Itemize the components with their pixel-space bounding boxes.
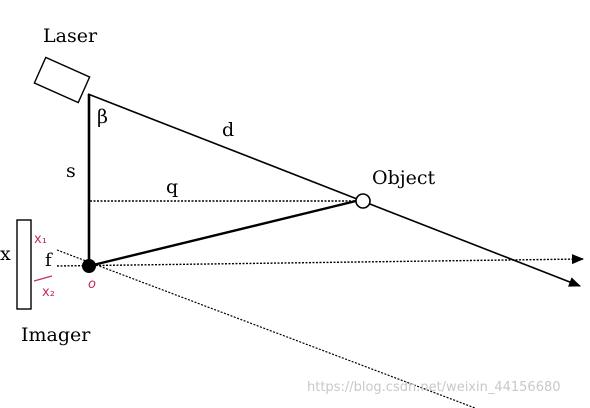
beta-label: β bbox=[97, 106, 108, 128]
laser-beam-line bbox=[87, 93, 581, 287]
s-label: s bbox=[66, 160, 76, 182]
x2-label: x₂ bbox=[42, 285, 55, 300]
q-label: q bbox=[166, 176, 178, 198]
lens-point bbox=[82, 259, 96, 273]
o-label: o bbox=[88, 277, 96, 292]
laser-label: Laser bbox=[43, 25, 98, 47]
watermark-text: https://blog.csdn.net/weixin_44156680 bbox=[307, 380, 561, 395]
imager-label: Imager bbox=[21, 324, 91, 346]
lower-dotted-ray-line bbox=[56, 249, 476, 408]
imager-sensor bbox=[16, 219, 32, 310]
optical-axis-line bbox=[56, 254, 584, 267]
x-label: x bbox=[0, 243, 11, 265]
object-label: Object bbox=[372, 167, 436, 189]
f-label: f bbox=[45, 250, 53, 271]
laser-box bbox=[33, 56, 91, 104]
d-label: d bbox=[222, 119, 234, 141]
reflected-ray-line bbox=[88, 199, 357, 268]
x2-mark-line bbox=[33, 275, 53, 282]
object-point bbox=[355, 193, 371, 209]
x1-label: x₁ bbox=[34, 232, 47, 247]
